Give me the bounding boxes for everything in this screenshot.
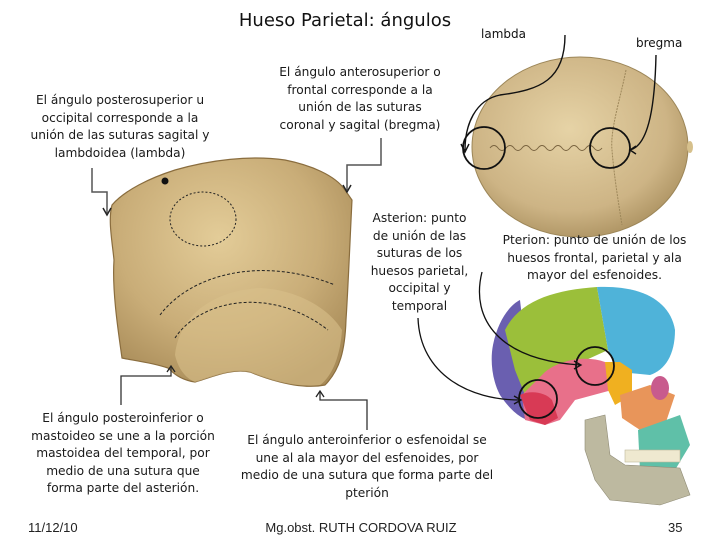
skull-superior-view-illustration <box>460 34 693 238</box>
footer-date: 11/12/10 <box>28 520 78 535</box>
slide-title: Hueso Parietal: ángulos <box>238 10 452 31</box>
caption-anteroinferior-angle: El ángulo anteroinferior o esfenoidal se… <box>240 433 494 500</box>
footer-author: Mg.obst. RUTH CORDOVA RUIZ <box>265 520 457 535</box>
footer-page-number: 35 <box>668 520 683 535</box>
skull-lateral-colored-illustration <box>417 271 691 506</box>
parietal-bone-illustration <box>109 157 353 387</box>
bregma-label: bregma <box>636 36 683 50</box>
lambda-label: lambda <box>481 27 526 41</box>
caption-posteroinferior-angle: El ángulo posteroinferior o mastoideo se… <box>31 411 215 495</box>
caption-asterion: Asterion: punto de unión de las suturas … <box>370 211 469 313</box>
caption-posterosuperior-angle: El ángulo posterosuperior u occipital co… <box>30 93 210 160</box>
caption-anterosuperior-angle: El ángulo anterosuperior o frontal corre… <box>279 65 441 132</box>
caption-pterion: Pterion: punto de unión de los huesos fr… <box>502 233 687 282</box>
